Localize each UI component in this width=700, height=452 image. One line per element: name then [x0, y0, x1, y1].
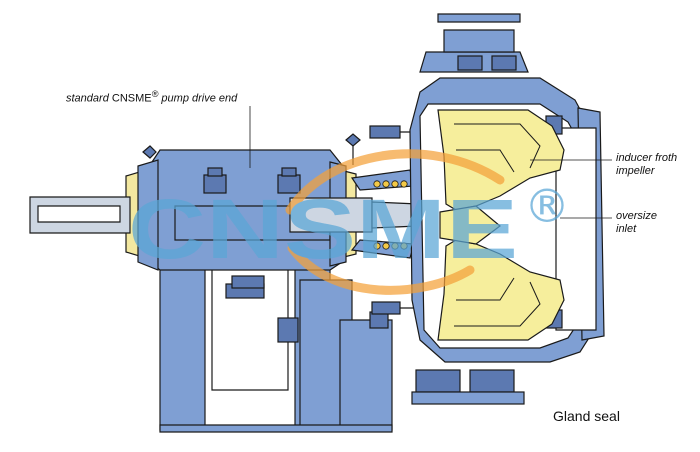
inducer-froth-impeller: [437, 109, 565, 341]
drive-end-label: standard CNSME® pump drive end: [66, 88, 237, 106]
leader-lines: [249, 106, 612, 219]
drive-end-prefix: standard: [66, 92, 112, 105]
drive-end-reg-mark: ®: [151, 89, 159, 99]
drive-end-brand: CNSME: [111, 92, 152, 105]
gland-seal-assembly: [350, 125, 430, 315]
oversize-label-line-1: oversize: [616, 210, 657, 222]
oversize-inlet-label: oversize inlet: [616, 210, 657, 236]
inducer-label-line-1: inducer froth: [616, 152, 678, 164]
drive-end-suffix: pump drive end: [158, 92, 238, 105]
watermark-registered-mark: ®: [524, 179, 570, 233]
gland-seal-caption: Gland seal: [553, 408, 620, 424]
inducer-label-line-2: impeller: [616, 165, 655, 177]
pump-frame: [159, 181, 393, 433]
oversize-label-line-2: inlet: [616, 223, 637, 235]
cnsme-watermark: CNSME ®: [128, 149, 570, 295]
inducer-froth-impeller-label: inducer froth impeller: [616, 152, 677, 178]
watermark-text: CNSME: [128, 182, 518, 276]
